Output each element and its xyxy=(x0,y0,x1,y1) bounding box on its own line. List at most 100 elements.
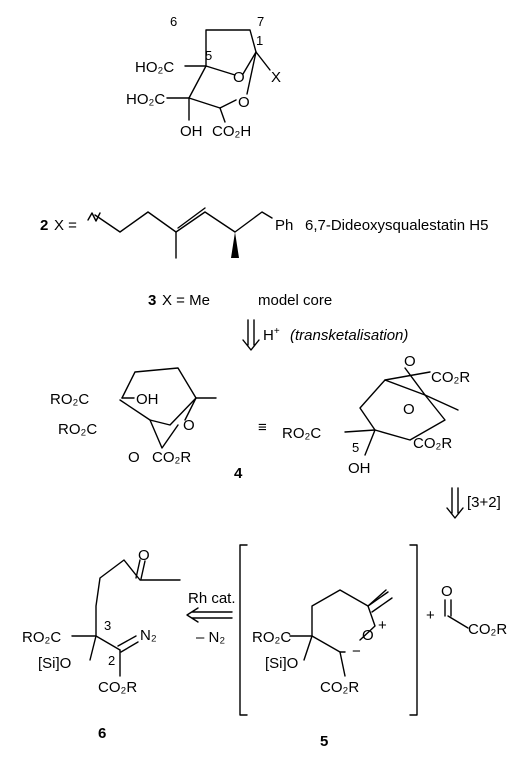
compound-3-name: model core xyxy=(258,292,332,309)
locant-6: 6 xyxy=(170,14,177,29)
bond-epox xyxy=(149,419,179,449)
compound-6-n2: N₂ xyxy=(140,627,157,644)
bond-osi-5 xyxy=(303,635,313,661)
bond-c3-o2 xyxy=(219,99,237,109)
bond-c5-c4 xyxy=(188,65,207,99)
compound-5-sio: [Si]O xyxy=(265,655,298,672)
side-chain-bonds xyxy=(94,211,273,233)
ring-oxygen-lower: O xyxy=(238,94,250,111)
compound-4-oh: OH xyxy=(136,391,159,408)
bond-co2r xyxy=(384,371,431,381)
compound-4-label: 4 xyxy=(234,465,243,482)
double-bond-line xyxy=(177,207,206,229)
bond-to-ester xyxy=(447,615,469,629)
retrosynthetic-arrow-3 xyxy=(186,607,233,623)
compound-2-name: 6,7-Dideoxysqualestatin H5 xyxy=(305,217,488,234)
wedge-bond xyxy=(231,232,239,258)
compound-4r-oh: OH xyxy=(348,460,371,477)
step-3-loss: – N₂ xyxy=(196,629,225,646)
bond-c3-osi xyxy=(89,635,97,661)
locant-5: 5 xyxy=(205,48,212,63)
compound-2-x-eq: X = xyxy=(54,217,77,234)
compound-5-ro2c: RO₂C xyxy=(252,629,291,646)
compound-6-ketone-o: O xyxy=(138,547,150,564)
bond-o2 xyxy=(184,397,197,421)
bond-oh-r xyxy=(364,429,376,456)
ring-oxygen-upper: O xyxy=(233,69,245,86)
glyoxylate-plus: + xyxy=(426,607,435,624)
glyoxylate-co2r: CO₂R xyxy=(468,621,507,638)
ho2c-label-upper: HO₂C xyxy=(135,59,174,76)
bond-c3-c2 xyxy=(95,635,121,651)
compound-4-oxygen-lower: O xyxy=(128,449,140,466)
x-label: X xyxy=(271,69,281,86)
co2h-label: CO₂H xyxy=(212,123,251,140)
compound-6-sio: [Si]O xyxy=(38,655,71,672)
compound-3-x-eq: X = Me xyxy=(162,292,210,309)
ketone-double xyxy=(135,559,146,580)
bond-methyl-r xyxy=(424,394,459,411)
bond-c4-c3 xyxy=(188,97,221,109)
ring-top xyxy=(311,589,376,641)
compound-4r-co2r-upper: CO₂R xyxy=(431,369,470,386)
bicyclic-core-structure xyxy=(166,29,271,123)
ph-label: Ph xyxy=(275,217,293,234)
compound-5-label: 5 xyxy=(320,733,328,750)
compound-4-left-structure xyxy=(119,367,217,449)
equivalence-sign: ≡ xyxy=(258,419,267,436)
compound-5-brackets xyxy=(239,544,418,716)
compound-4-oxygen-bridge: O xyxy=(183,417,195,434)
compound-6-structure xyxy=(71,559,181,677)
step-2-condition: [3+2] xyxy=(467,494,501,511)
compound-4r-locant-5: 5 xyxy=(352,440,359,455)
bond-c1-x xyxy=(255,51,271,71)
step-3-reagent: Rh cat. xyxy=(188,590,236,607)
bond-diazo xyxy=(117,635,139,653)
compound-6-label: 6 xyxy=(98,725,106,742)
compound-4-ro2c-lower: RO₂C xyxy=(58,421,97,438)
compound-5-oxygen: O xyxy=(362,627,374,644)
compound-4r-oxygen-mid: O xyxy=(403,401,415,418)
retrosynthetic-arrow-1 xyxy=(242,319,260,351)
compound-6-locant-3: 3 xyxy=(104,618,111,633)
bond-top xyxy=(121,367,197,399)
glyoxylate-oxygen: O xyxy=(441,583,453,600)
retrosynthetic-arrow-2 xyxy=(446,487,464,519)
locant-1: 1 xyxy=(256,33,263,48)
bond-c3-co2h xyxy=(219,107,226,123)
step-1-reagent: H+ xyxy=(263,326,280,344)
bond-c5-c6-c7 xyxy=(205,29,257,67)
bond-co2r-5 xyxy=(339,651,346,677)
compound-3-label: 3 xyxy=(148,292,156,309)
locant-7: 7 xyxy=(257,14,264,29)
compound-5-structure xyxy=(289,589,393,677)
compound-4-right-structure xyxy=(344,367,459,456)
glyoxylate-structure xyxy=(444,599,469,629)
bond-o-top xyxy=(404,367,426,396)
compound-5-co2r: CO₂R xyxy=(320,679,359,696)
compound-4r-oxygen-top: O xyxy=(404,353,416,370)
ho2c-label-lower: HO₂C xyxy=(126,91,165,108)
bond-c1-o2 xyxy=(246,51,257,95)
compound-5-plus-charge: + xyxy=(378,617,387,634)
chain-bonds xyxy=(95,559,181,637)
step-1-condition: (transketalisation) xyxy=(290,327,408,344)
aldehyde-double xyxy=(444,599,452,617)
bond-ro2c-r xyxy=(344,429,376,433)
bond-c5-o xyxy=(205,65,236,76)
compound-4r-ro2c: RO₂C xyxy=(282,425,321,442)
compound-6-ro2c: RO₂C xyxy=(22,629,61,646)
compound-4r-co2r-lower: CO₂R xyxy=(413,435,452,452)
compound-5-minus-charge: − xyxy=(352,643,361,660)
compound-6-co2r: CO₂R xyxy=(98,679,137,696)
ring-bottom xyxy=(311,635,346,653)
compound-4-co2r: CO₂R xyxy=(152,449,191,466)
ring-methyl xyxy=(367,589,387,607)
compound-6-locant-2: 2 xyxy=(108,653,115,668)
bond-o-c1 xyxy=(242,51,257,75)
compound-4-ro2c-upper: RO₂C xyxy=(50,391,89,408)
side-chain-structure xyxy=(87,207,273,259)
compound-2-label: 2 xyxy=(40,217,48,234)
bond-ring xyxy=(119,397,197,426)
